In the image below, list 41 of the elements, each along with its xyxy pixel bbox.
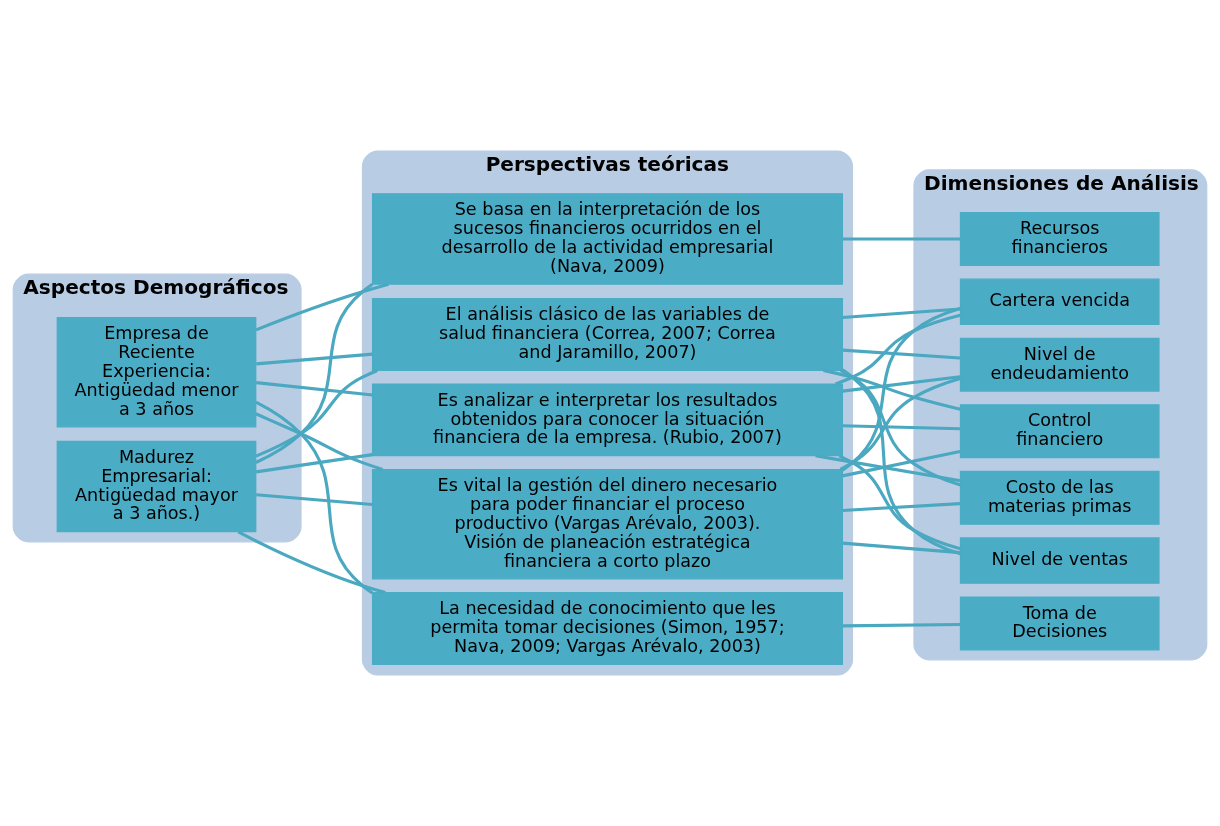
connector [842,450,961,478]
connector [256,381,373,397]
node-box: Es vital la gestión del dinero necesario para poder financiar el proceso productivo (Vargas Arévalo, 2003). Visión de planeación estratégica financiera a corto plazo [371,468,844,580]
connector [842,502,961,513]
connector [815,454,961,483]
node-box: Es analizar e interpretar los resultados obtenidos para conocer la situación financiera de la empresa. (Rubio, 2007) [371,383,844,457]
connector [842,541,961,555]
connector [255,283,374,464]
connector [842,424,961,431]
connector [255,412,384,471]
connector [255,282,389,332]
connector [839,377,961,471]
node-box: Costo de las materias primas [959,470,1160,525]
connector [838,454,961,551]
connector [256,493,373,507]
node-box: El análisis clásico de las variables de salud financiera (Correa, 2007; Correa and Jaramillo, 2007) [371,298,844,371]
node-box: Nivel de endeudamiento [959,337,1160,392]
connector [839,368,961,487]
node-box: Se basa en la interpretación de los sucesos financieros ocurridos en el desarrollo de la actividad empresarial (Nava, 2009) [371,193,844,285]
connector [255,453,373,474]
node-box: Cartera vencida [959,278,1160,326]
node-box: Empresa de Reciente Experiencia: Antigüedad menor a 3 años [56,316,257,428]
connector [842,237,960,241]
connector [842,348,961,360]
connector [841,307,961,472]
node-box: Nivel de ventas [959,537,1160,584]
connector [841,368,961,556]
node-box: Control financiero [959,404,1160,459]
node-box: Madurez Empresarial: Antigüedad mayor a 3 años.) [56,440,257,533]
connector [823,368,961,411]
connector [842,307,961,320]
connector [255,400,374,595]
node-box: Toma de Decisiones [959,596,1160,651]
connector [237,530,386,595]
node-box: Recursos financieros [959,212,1160,266]
connector [842,375,961,393]
connector [255,369,378,458]
connector [835,313,961,386]
connector [256,352,373,366]
connector [842,622,961,628]
node-box: La necesidad de conocimiento que les permita tomar decisiones (Simon, 1957; Nava, 2009; Vargas Arévalo, 2003) [371,592,844,665]
